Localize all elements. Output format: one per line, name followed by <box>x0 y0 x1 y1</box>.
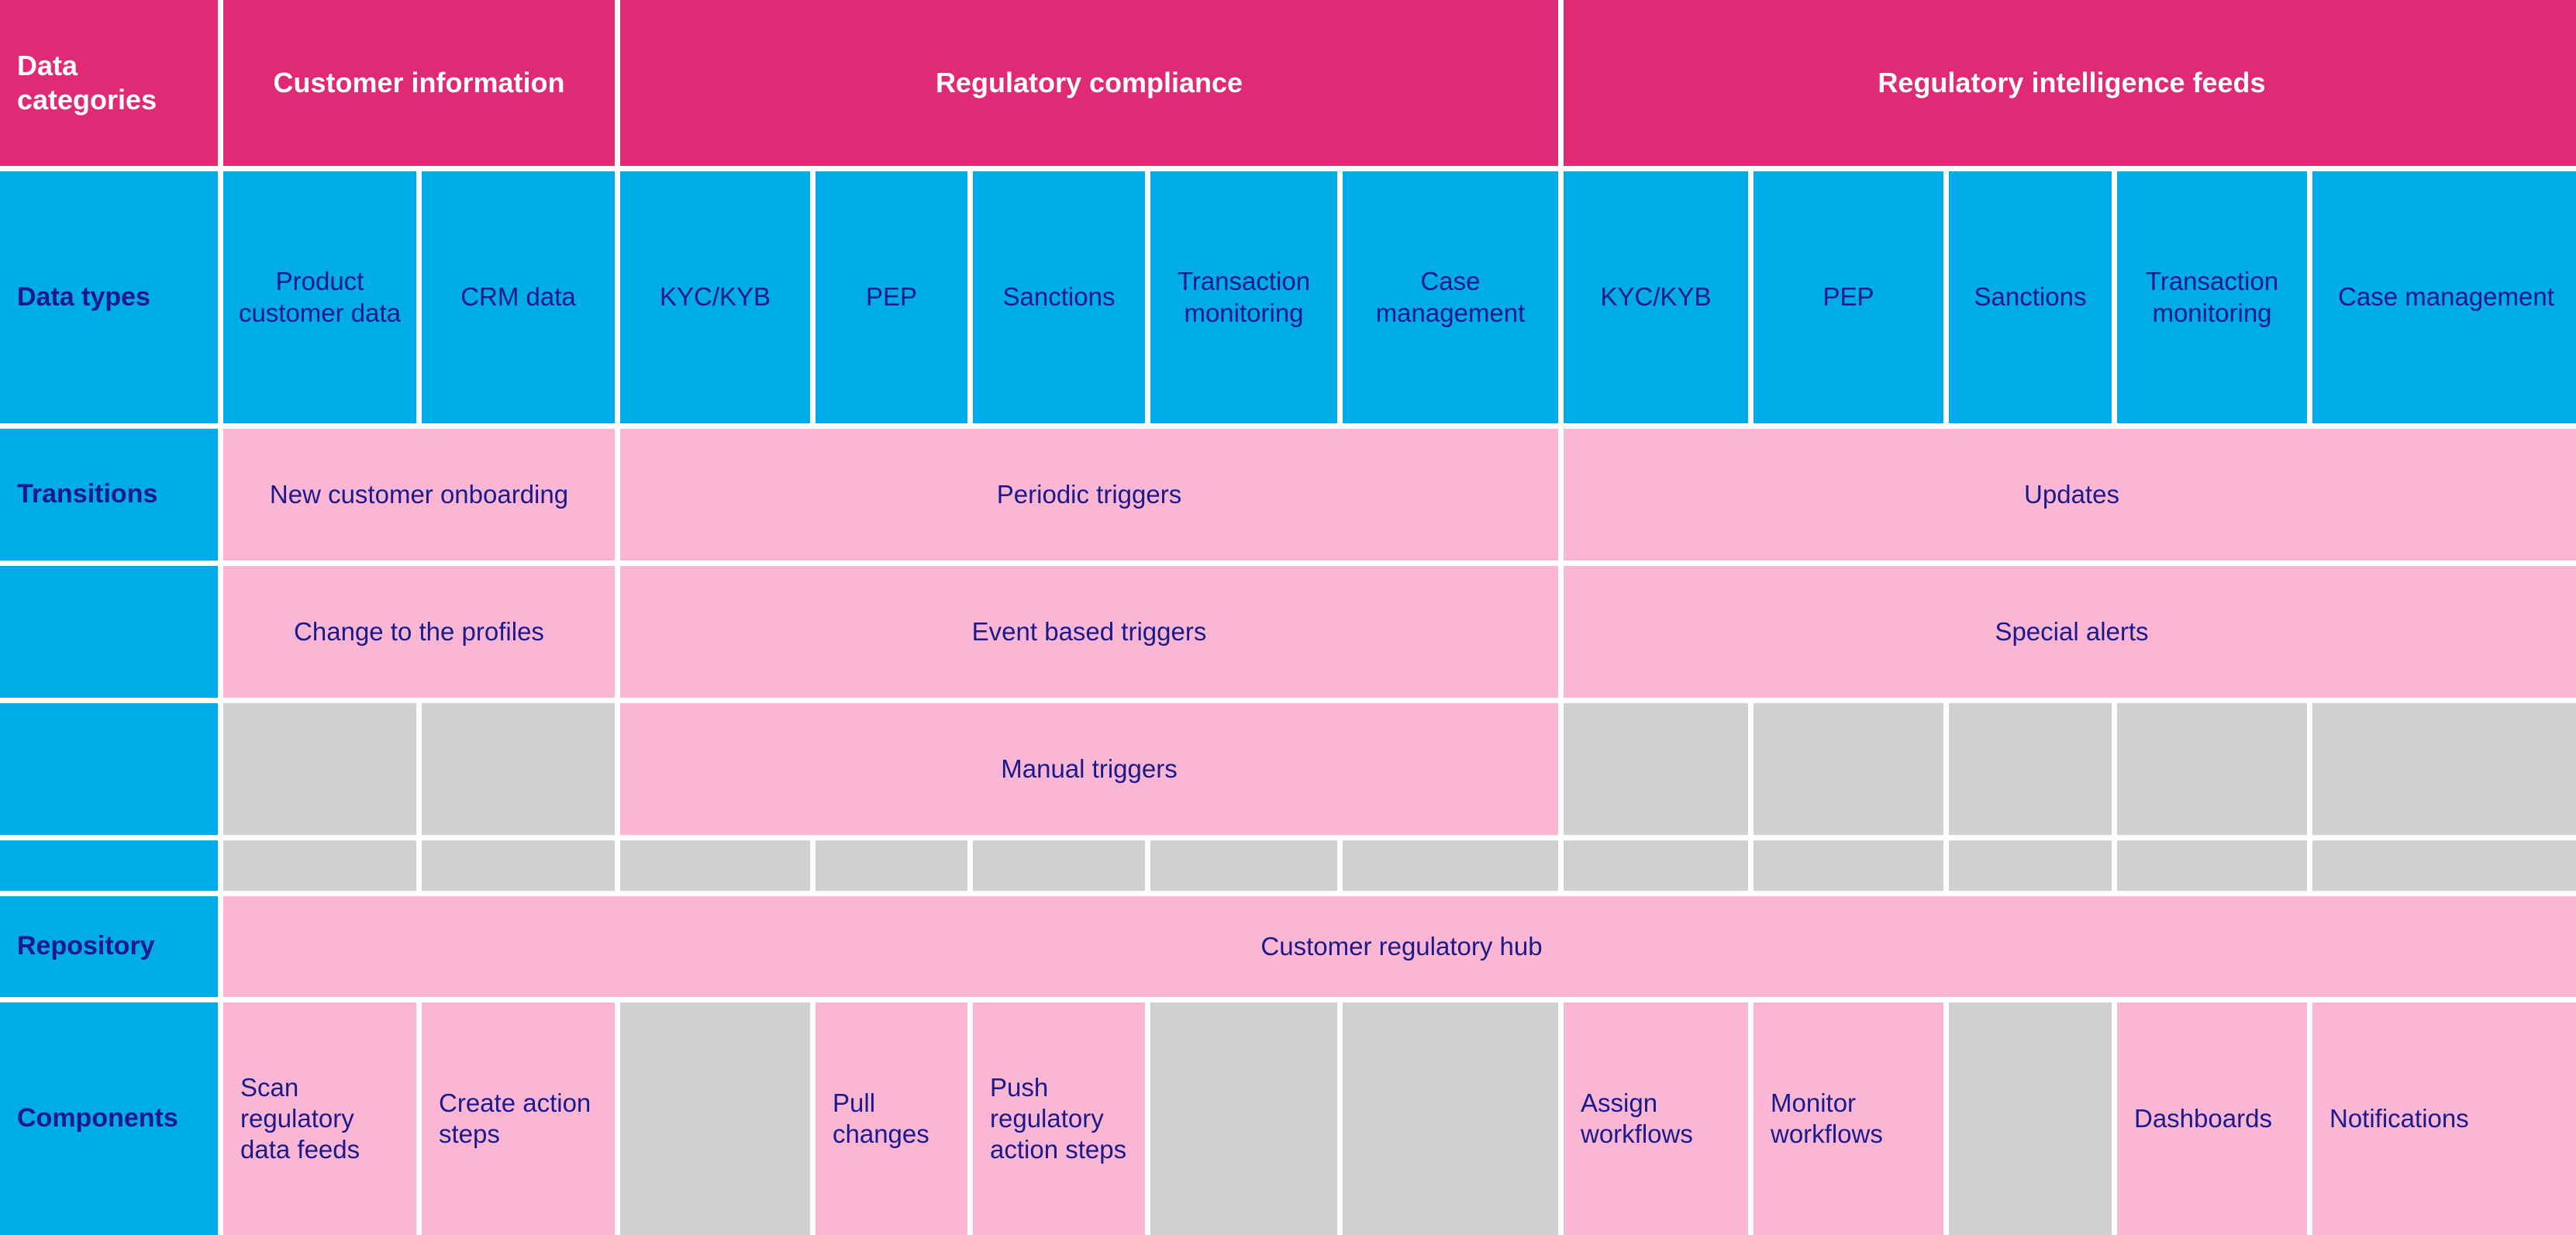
transition-cell: Change to the profiles <box>223 566 615 698</box>
empty-cell <box>816 840 967 891</box>
data-type-cell: CRM data <box>422 171 615 423</box>
component-cell: Assign workflows <box>1564 1002 1748 1235</box>
empty-cell <box>2117 703 2307 835</box>
empty-cell <box>1754 703 1943 835</box>
component-cell: Push regulatory action steps <box>973 1002 1145 1235</box>
data-type-cell: Case management <box>1343 171 1558 423</box>
empty-cell <box>223 840 416 891</box>
data-type-cell: Transaction monitoring <box>1150 171 1337 423</box>
empty-cell <box>422 840 615 891</box>
empty-cell <box>1949 1002 2112 1235</box>
transition-cell: Updates <box>1564 429 2576 561</box>
row-label-spacer <box>0 840 218 891</box>
empty-cell <box>1343 840 1558 891</box>
empty-cell <box>1150 840 1337 891</box>
data-type-cell: Case management <box>2312 171 2576 423</box>
data-type-cell: KYC/KYB <box>620 171 810 423</box>
empty-cell <box>1564 840 1748 891</box>
empty-cell <box>1150 1002 1337 1235</box>
transition-cell: Periodic triggers <box>620 429 1558 561</box>
transition-cell: Manual triggers <box>620 703 1558 835</box>
empty-cell <box>973 840 1145 891</box>
component-cell: Notifications <box>2312 1002 2576 1235</box>
empty-cell <box>1564 703 1748 835</box>
empty-cell <box>223 703 416 835</box>
row-label-components: Components <box>0 1002 218 1235</box>
row-label-spacer <box>0 566 218 698</box>
data-type-cell: PEP <box>1754 171 1943 423</box>
category-header-regulatory-intelligence-feeds: Regulatory intelligence feeds <box>1564 0 2576 166</box>
row-label-data-types: Data types <box>0 171 218 423</box>
empty-cell <box>422 703 615 835</box>
empty-cell <box>620 1002 810 1235</box>
data-type-cell: KYC/KYB <box>1564 171 1748 423</box>
transition-cell: New customer onboarding <box>223 429 615 561</box>
component-cell: Monitor workflows <box>1754 1002 1943 1235</box>
data-type-cell: Sanctions <box>1949 171 2112 423</box>
empty-cell <box>1949 703 2112 835</box>
row-label-repository: Repository <box>0 896 218 997</box>
row-label-transitions: Transitions <box>0 429 218 561</box>
data-type-cell: PEP <box>816 171 967 423</box>
empty-cell <box>2312 703 2576 835</box>
component-cell: Pull changes <box>816 1002 967 1235</box>
row-label-spacer <box>0 703 218 835</box>
transition-cell: Special alerts <box>1564 566 2576 698</box>
component-cell: Create action steps <box>422 1002 615 1235</box>
row-label-data-categories: Data categories <box>0 0 218 166</box>
repository-cell: Customer regulatory hub <box>223 896 2576 997</box>
data-type-cell: Sanctions <box>973 171 1145 423</box>
data-type-cell: Product customer data <box>223 171 416 423</box>
data-type-cell: Transaction monitoring <box>2117 171 2307 423</box>
empty-cell <box>1949 840 2112 891</box>
component-cell: Scan regulatory data feeds <box>223 1002 416 1235</box>
transition-cell: Event based triggers <box>620 566 1558 698</box>
empty-cell <box>1754 840 1943 891</box>
empty-cell <box>2312 840 2576 891</box>
component-cell: Dashboards <box>2117 1002 2307 1235</box>
empty-cell <box>1343 1002 1558 1235</box>
category-header-regulatory-compliance: Regulatory compliance <box>620 0 1558 166</box>
empty-cell <box>2117 840 2307 891</box>
empty-cell <box>620 840 810 891</box>
category-header-customer-information: Customer information <box>223 0 615 166</box>
